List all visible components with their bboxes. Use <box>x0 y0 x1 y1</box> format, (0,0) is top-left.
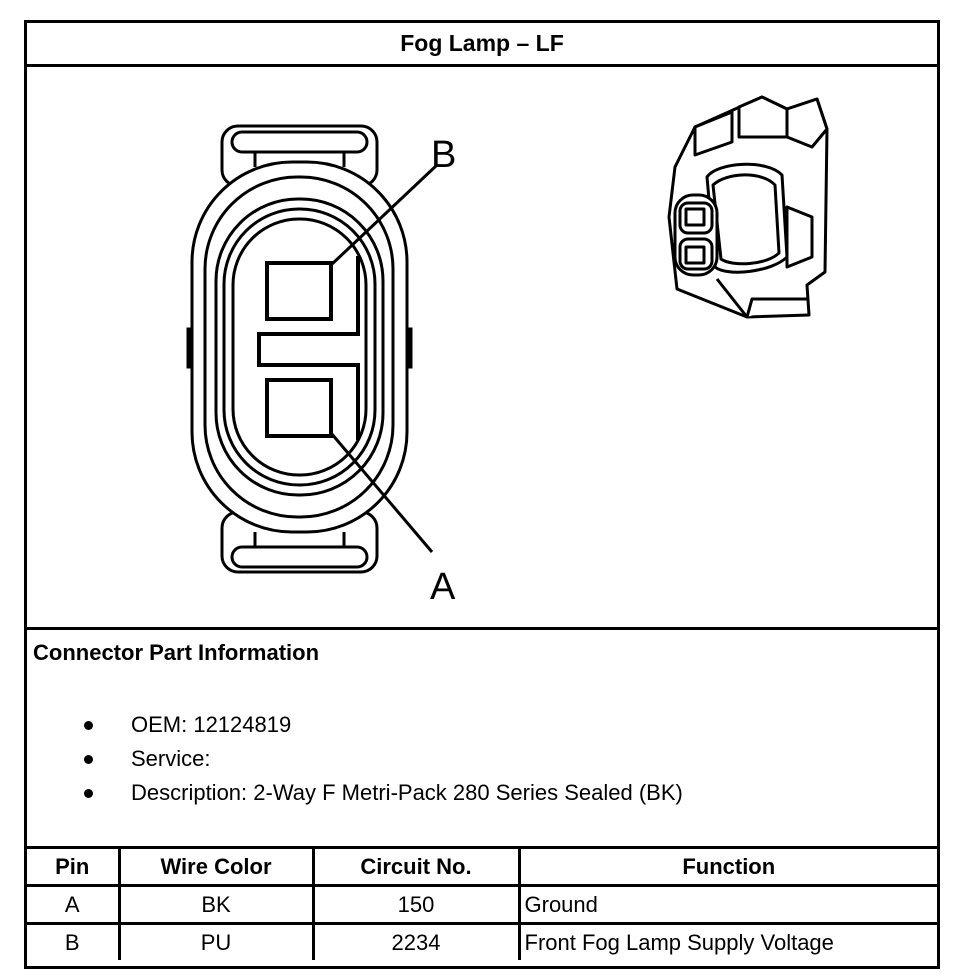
callout-line-a <box>329 432 434 553</box>
callout-label-a: A <box>430 566 456 608</box>
function-cell: Ground <box>517 884 937 925</box>
connector-part-info: Connector Part Information OEM: 12124819… <box>27 627 937 850</box>
service-part-number: Service: <box>131 746 211 771</box>
table-row: A BK 150 Ground <box>27 884 937 925</box>
polarizing-key <box>257 256 360 440</box>
column-header-function: Function <box>517 846 937 887</box>
pinout-table: Pin Wire Color Circuit No. Function A BK… <box>27 846 937 960</box>
table-header-row: Pin Wire Color Circuit No. Function <box>27 846 937 887</box>
function-cell: Front Fog Lamp Supply Voltage <box>517 922 937 960</box>
info-heading: Connector Part Information <box>33 640 320 665</box>
pin-cell: A <box>27 884 121 925</box>
circuit-no-cell: 150 <box>311 884 521 925</box>
column-header-circuit-no: Circuit No. <box>311 846 521 887</box>
connector-sheet: Fog Lamp – LF <box>24 20 940 969</box>
callout-label-b: B <box>431 134 456 176</box>
connector-iso-view <box>667 95 829 319</box>
bullet-icon <box>84 721 93 730</box>
callout-line-b <box>329 163 439 267</box>
wire-color-cell: BK <box>117 884 315 925</box>
terminal-cavity-a <box>265 378 333 438</box>
circuit-no-cell: 2234 <box>311 922 521 960</box>
table-row: B PU 2234 Front Fog Lamp Supply Voltage <box>27 922 937 960</box>
bullet-icon <box>84 755 93 764</box>
bullet-icon <box>84 789 93 798</box>
connector-diagram: B A <box>27 67 937 627</box>
wire-color-cell: PU <box>117 922 315 960</box>
connector-housing-outer <box>190 160 409 534</box>
column-header-pin: Pin <box>27 846 121 887</box>
oem-part-number: OEM: 12124819 <box>131 712 292 737</box>
column-header-wire-color: Wire Color <box>117 846 315 887</box>
page-title: Fog Lamp – LF <box>27 23 937 67</box>
connector-face-view: B A <box>186 95 829 608</box>
pin-cell: B <box>27 922 121 960</box>
connector-description: Description: 2-Way F Metri-Pack 280 Seri… <box>131 780 683 805</box>
terminal-cavity-b <box>265 261 333 321</box>
